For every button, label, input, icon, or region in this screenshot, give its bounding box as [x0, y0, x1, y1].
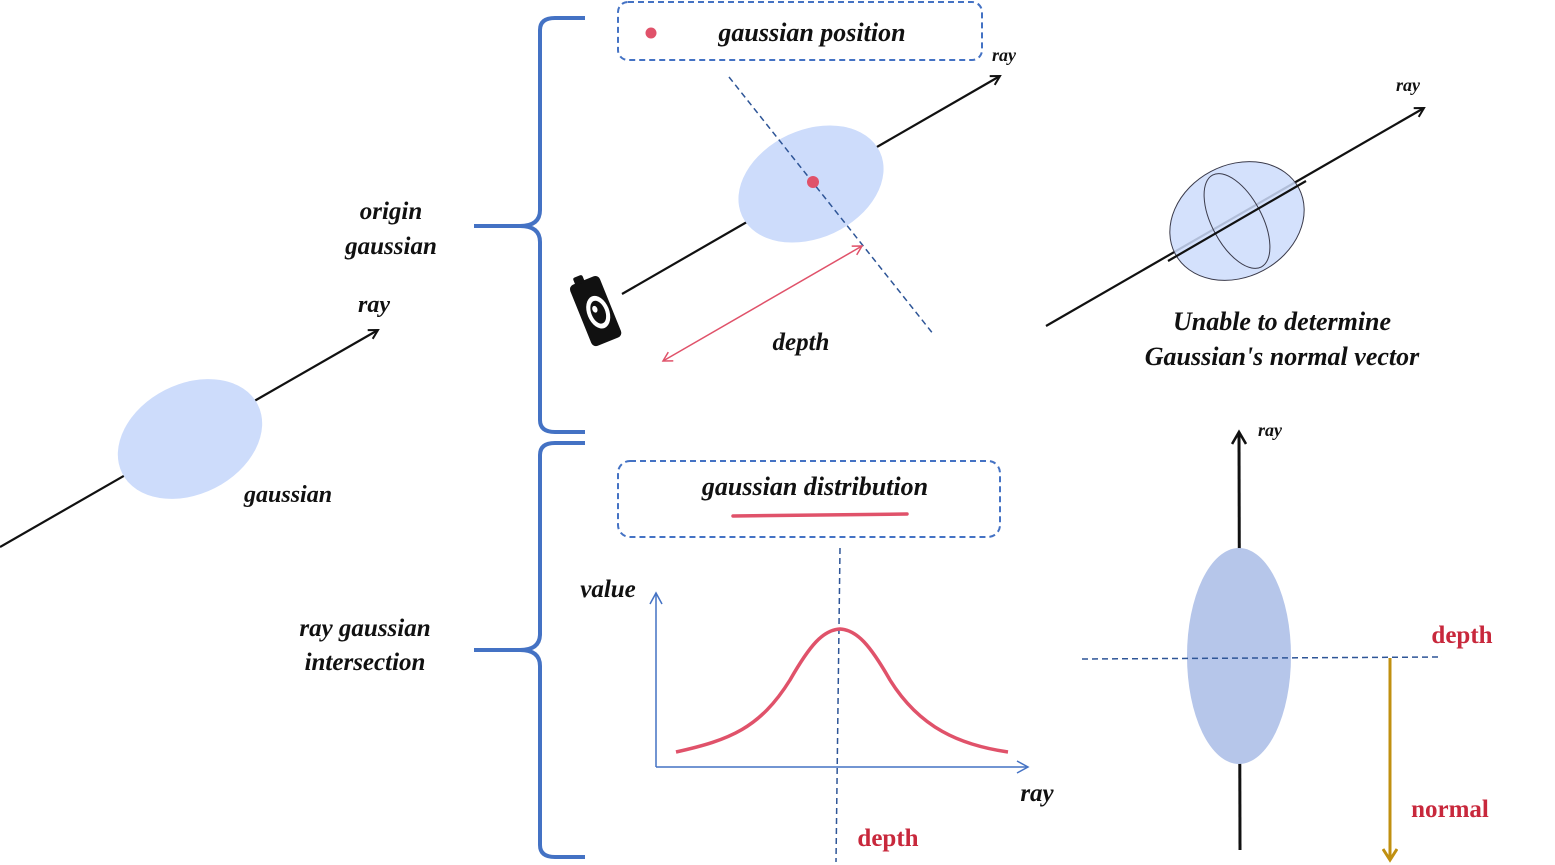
depth-arrow: [661, 245, 864, 362]
bottom-brace: [474, 441, 585, 859]
perpendicular-dashed-line: [728, 76, 935, 336]
depth-top-label: depth: [773, 329, 830, 356]
distribution-legend-line: [731, 512, 909, 518]
origin-gaussian-label-line1: origin: [360, 198, 423, 225]
left-gaussian-ellipse: [117, 379, 263, 499]
gaussian-distribution-box: [617, 460, 1001, 538]
intersection-label-line1: ray gaussian: [299, 615, 430, 642]
ray-axis-label: ray: [1020, 780, 1054, 807]
peak-dashed-line: [835, 547, 841, 863]
depth-right-label: depth: [1431, 622, 1492, 649]
origin-gaussian-label-line2: gaussian: [344, 233, 437, 260]
normal-message-line1: Unable to determine: [1173, 307, 1391, 336]
gaussian-curve: [675, 627, 1009, 754]
gaussian-position-panel: gaussian position ray depth: [569, 1, 1017, 362]
normal-message-line2: Gaussian's normal vector: [1145, 342, 1420, 371]
depth-bottom-label: depth: [857, 825, 918, 852]
left-ray-group: ray gaussian: [0, 292, 390, 548]
top-ray-label: ray: [992, 45, 1017, 65]
intersection-label-line2: intersection: [305, 649, 426, 676]
gaussian-distribution-label: gaussian distribution: [701, 472, 928, 501]
normal-label: normal: [1411, 796, 1489, 823]
value-axis-label: value: [580, 576, 636, 603]
depth-plane-dashed-line: [1081, 656, 1443, 660]
gaussian-center-dot: [807, 176, 819, 188]
position-dot-legend: [645, 27, 657, 39]
right-bottom-ray-label: ray: [1258, 420, 1283, 440]
gaussian-position-label: gaussian position: [717, 18, 905, 47]
depth-normal-panel: ray depth normal: [1081, 420, 1493, 860]
left-ray-label: ray: [358, 292, 390, 318]
right-top-ray-label: ray: [1396, 75, 1421, 95]
top-brace: [474, 16, 585, 434]
vertical-gaussian-ellipse: [1187, 548, 1291, 764]
gaussian-distribution-panel: gaussian distribution value ray depth: [580, 460, 1055, 863]
camera-icon: [569, 275, 622, 347]
gaussian-position-box: [617, 1, 983, 61]
normal-ambiguity-panel: ray Unable to determine Gaussian's norma…: [1045, 75, 1424, 371]
right-top-ray-over: [1167, 180, 1307, 262]
left-gaussian-label: gaussian: [243, 482, 332, 508]
